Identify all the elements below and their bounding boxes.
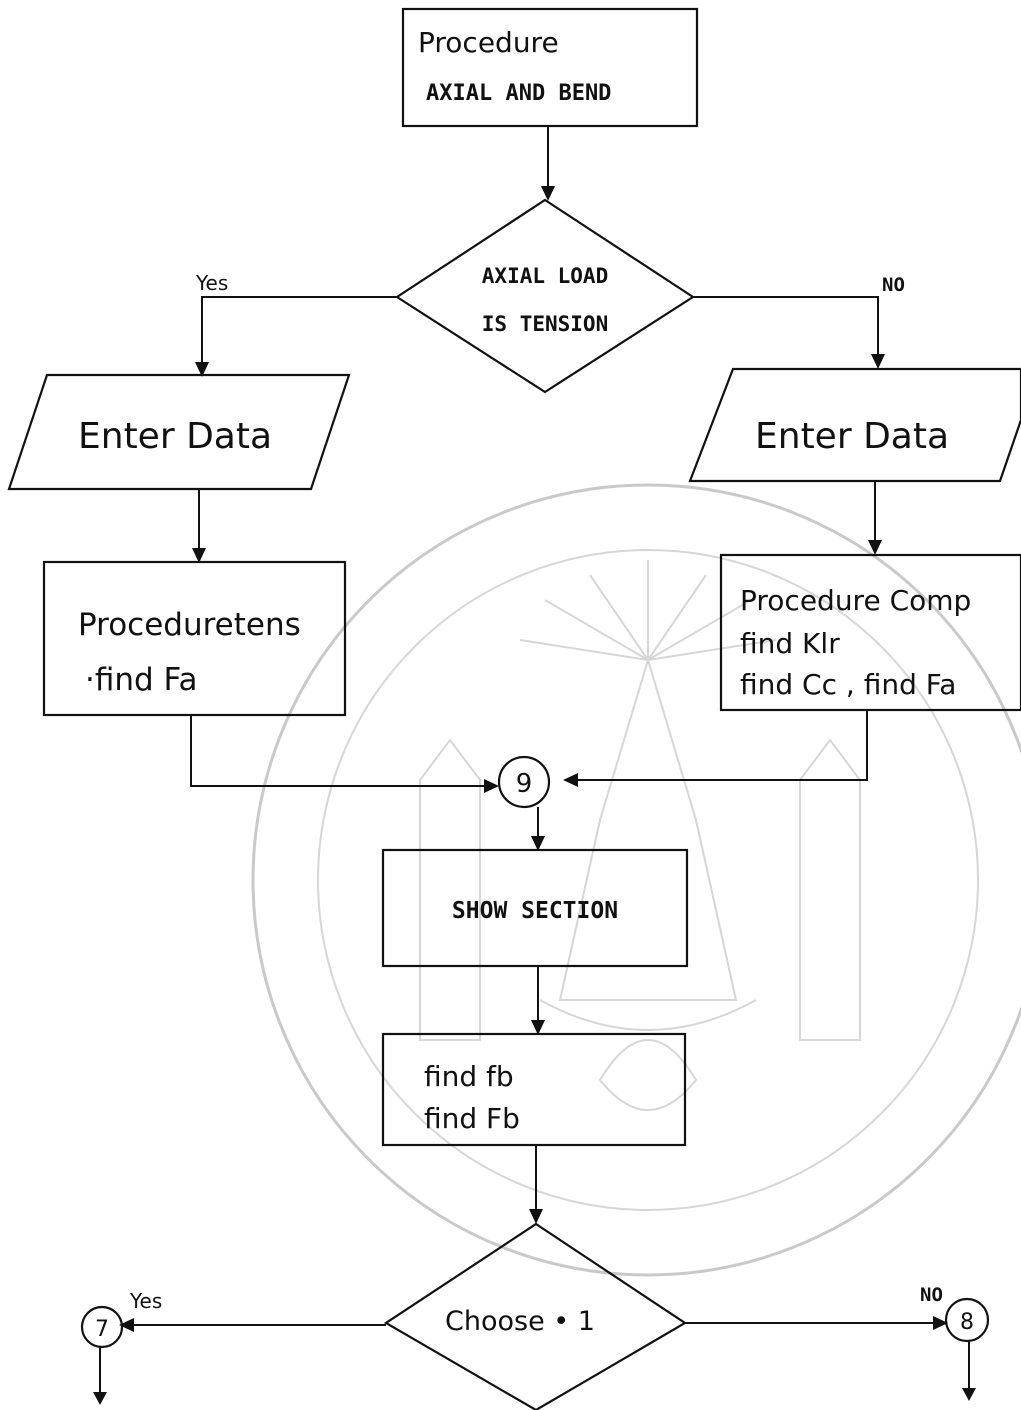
connector-9: 9 — [497, 755, 551, 809]
find-box: find fb find Fb — [381, 1032, 687, 1147]
find-box-line2: find Fb — [424, 1102, 520, 1135]
decision-choose: Choose • 1 — [383, 1222, 688, 1410]
connector-8-label: 8 — [960, 1310, 974, 1335]
arrowhead — [962, 1388, 976, 1401]
no-label-bottom: NO — [920, 1284, 943, 1306]
yes-label-bottom: Yes — [129, 1289, 162, 1313]
arrowhead — [541, 186, 555, 201]
arrowhead — [871, 354, 885, 369]
start-process-box: Procedure AXIAL AND BEND — [401, 7, 699, 128]
arrowhead — [93, 1392, 107, 1405]
decision-choose-label: Choose • 1 — [445, 1306, 595, 1337]
arrowhead — [119, 1318, 134, 1332]
decision-tension: AXIAL LOAD IS TENSION — [394, 198, 696, 394]
arrowhead — [484, 779, 499, 793]
no-branch-line — [693, 296, 879, 362]
proc-tens-line1: Proceduretens — [78, 607, 301, 643]
yes-branch-line — [201, 296, 397, 370]
connector-8: 8 — [944, 1297, 990, 1343]
proc-comp-line2: find Klr — [740, 627, 840, 660]
find-box-line1: find fb — [424, 1060, 514, 1093]
merge-right-line — [570, 710, 868, 781]
connector-7: 7 — [80, 1305, 124, 1349]
proc-comp-box: Procedure Comp find Klr find Cc , find F… — [719, 553, 1021, 712]
merge-left-line — [190, 715, 492, 787]
input-left-text: Enter Data — [78, 416, 272, 457]
proc-tens-line2: ·find Fa — [85, 662, 198, 698]
arrowhead — [195, 362, 209, 377]
connector-7-label: 7 — [95, 1317, 109, 1342]
input-right: Enter Data — [688, 367, 1021, 483]
start-line2: AXIAL AND BEND — [426, 81, 611, 106]
arrowhead — [531, 1020, 545, 1035]
show-section-label: SHOW SECTION — [452, 898, 618, 924]
yes-label-top: Yes — [195, 271, 228, 295]
arrowhead — [531, 836, 545, 851]
proc-comp-line3: find Cc , find Fa — [740, 668, 956, 701]
proc-comp-line1: Procedure Comp — [740, 584, 971, 617]
arrowhead — [563, 773, 578, 787]
arrowhead — [192, 548, 206, 563]
start-line1: Procedure — [418, 26, 559, 59]
watermark-seal — [251, 483, 1021, 1277]
arrowhead — [529, 1209, 543, 1224]
arrowhead — [868, 540, 882, 555]
show-section-box: SHOW SECTION — [381, 848, 689, 968]
input-right-text: Enter Data — [755, 416, 949, 457]
no-label-top: NO — [882, 274, 905, 296]
decision-tension-line2: IS TENSION — [482, 312, 608, 336]
decision-tension-line1: AXIAL LOAD — [482, 264, 608, 288]
arrowhead — [933, 1316, 948, 1330]
connector-9-label: 9 — [516, 769, 533, 799]
proc-tens-box: Proceduretens ·find Fa — [42, 560, 347, 717]
input-left: Enter Data — [7, 373, 351, 491]
